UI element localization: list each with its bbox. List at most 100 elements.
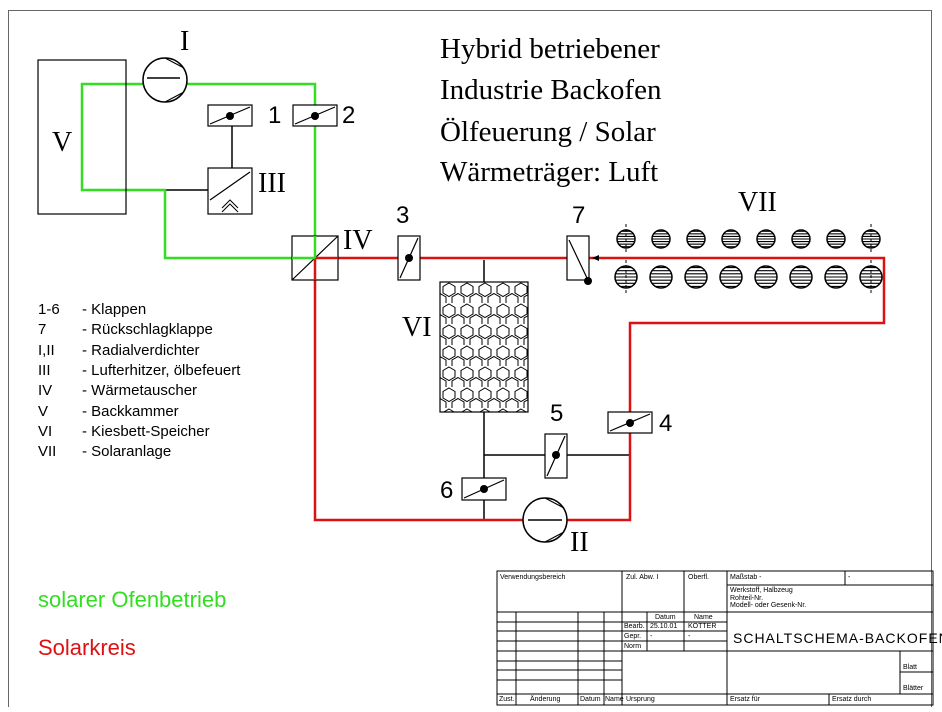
klappe-6-icon — [461, 477, 507, 501]
legend-text: - Klappen — [82, 301, 147, 318]
label-III: III — [258, 168, 286, 199]
tb-ursprung: Ursprung — [626, 696, 655, 703]
tb-ersatz-durch: Ersatz durch — [832, 696, 872, 703]
label-2: 2 — [342, 102, 356, 129]
solar-collector-icon — [651, 229, 671, 249]
legend-text: - Lufterhitzer, ölbefeuert — [82, 361, 241, 379]
red-loop-line — [313, 256, 886, 522]
tb-werkstoff: Werkstoff, Halbzeug — [730, 587, 793, 594]
tb-name: Name — [694, 614, 713, 621]
label-IV: IV — [343, 225, 373, 256]
tb-bearb: Bearb. — [624, 623, 645, 630]
klappe-4-icon — [607, 411, 653, 434]
legend-text: - Kiesbett-Speicher — [82, 422, 210, 440]
legend-code: IV — [38, 382, 53, 400]
klappe-1-2-icon — [292, 104, 338, 127]
tb-aenderung: Änderung — [530, 696, 561, 703]
solar-collector-icon — [686, 229, 706, 249]
radialverdichter-2-icon — [522, 497, 568, 543]
diagram-title-line-3: Ölfeuerung / Solar — [440, 116, 656, 148]
tb-oberfl: Oberfl. — [688, 574, 710, 581]
label-V: V — [52, 127, 73, 158]
diagram-title-line-1: Hybrid betriebener — [440, 33, 660, 65]
legend-row: V - Backkammer — [38, 403, 179, 420]
tb-zul-abw: Zul. Abw. I — [626, 574, 659, 581]
label-I: I — [180, 26, 190, 57]
tb-name2: Name — [605, 696, 624, 703]
legend-code: VI — [38, 422, 53, 440]
label-3: 3 — [396, 202, 410, 229]
legend-text: - Radialverdichter — [82, 341, 200, 359]
solar-collector-icon — [754, 265, 778, 289]
kiesbett-speicher-icon — [439, 281, 529, 413]
legend-code: III — [38, 361, 51, 379]
legend-text: - Wärmetauscher — [82, 382, 198, 400]
waermetauscher-icon — [291, 235, 339, 281]
tb-dash: - — [848, 574, 851, 581]
tb-datum2: Datum — [580, 696, 601, 703]
solar-collector-icon — [684, 265, 708, 289]
drawing-frame — [8, 10, 932, 707]
solar-collector-icon — [721, 229, 741, 249]
tb-zust: Zust. — [499, 696, 515, 703]
legend-row: IV - Wärmetauscher — [38, 382, 197, 399]
tb-ersatz-fuer: Ersatz für — [730, 696, 760, 703]
legend-code: 1-6 — [38, 301, 60, 318]
diagram-title-line-4: Wärmeträger: Luft — [440, 156, 659, 188]
legend-row: 7 - Rückschlagklappe — [38, 321, 213, 338]
radialverdichter-1-icon — [142, 57, 188, 103]
solar-collector-icon — [859, 260, 883, 294]
legend-row: I,II - Radialverdichter — [38, 342, 200, 359]
legend-code: V — [38, 402, 49, 420]
tb-massstab: Maßstab - — [730, 574, 762, 581]
label-VII: VII — [738, 187, 777, 218]
solar-collector-icon — [824, 265, 848, 289]
solar-collector-icon — [649, 265, 673, 289]
diagram-title-line-2: Industrie Backofen — [440, 74, 662, 106]
legend-row: VI - Kiesbett-Speicher — [38, 423, 210, 440]
tb-drawing-title: SCHALTSCHEMA-BACKOFEN — [733, 630, 942, 646]
tb-bearb-name: KÖTTER — [688, 623, 717, 630]
legend-text: - Solaranlage — [82, 443, 172, 461]
note-solarkreis: Solarkreis — [38, 635, 136, 660]
tb-modell: Modell- oder Gesenk-Nr. — [730, 602, 807, 609]
legend-code: I,II — [38, 341, 55, 359]
klappe-5-icon — [544, 433, 568, 479]
solar-collector-icon — [861, 224, 881, 254]
legend-text: - Rückschlagklappe — [82, 321, 213, 339]
tb-verwendungsbereich: Verwendungsbereich — [500, 574, 566, 581]
solar-collector-icon — [719, 265, 743, 289]
tb-bearb-date: 25.10.01 — [650, 623, 678, 630]
klappe-3-icon — [397, 235, 421, 281]
label-7: 7 — [572, 202, 586, 229]
label-5: 5 — [550, 400, 564, 427]
klappe-a-icon — [207, 104, 253, 127]
solar-collector-icon — [616, 224, 636, 254]
legend-text: - Backkammer — [82, 402, 179, 420]
legend-row: VII - Solaranlage — [38, 443, 171, 460]
backkammer-box — [37, 59, 127, 215]
note-solarer-ofenbetrieb: solarer Ofenbetrieb — [38, 587, 227, 612]
tb-gepr-name: - — [688, 633, 691, 640]
solar-collector-icon — [791, 229, 811, 249]
tb-norm: Norm — [624, 643, 642, 650]
solaranlage-icon — [614, 224, 883, 294]
green-loop-line — [80, 82, 317, 260]
solar-collector-icon — [789, 265, 813, 289]
tb-rohteil: Rohteil-Nr. — [730, 595, 764, 602]
tb-blaetter: Blätter — [903, 685, 924, 692]
label-1: 1 — [268, 102, 282, 129]
solar-collector-icon — [826, 229, 846, 249]
label-II: II — [570, 527, 589, 558]
tb-datum: Datum — [655, 614, 676, 621]
solar-collector-icon — [614, 260, 638, 294]
lufterhitzer-icon — [207, 167, 253, 215]
legend-code: 7 — [38, 321, 47, 339]
legend-code: VII — [38, 443, 57, 461]
tb-gepr-date: - — [650, 633, 653, 640]
label-VI: VI — [402, 312, 432, 343]
rueckschlagklappe-7-icon — [566, 235, 599, 285]
tb-gepr: Gepr. — [624, 633, 642, 640]
